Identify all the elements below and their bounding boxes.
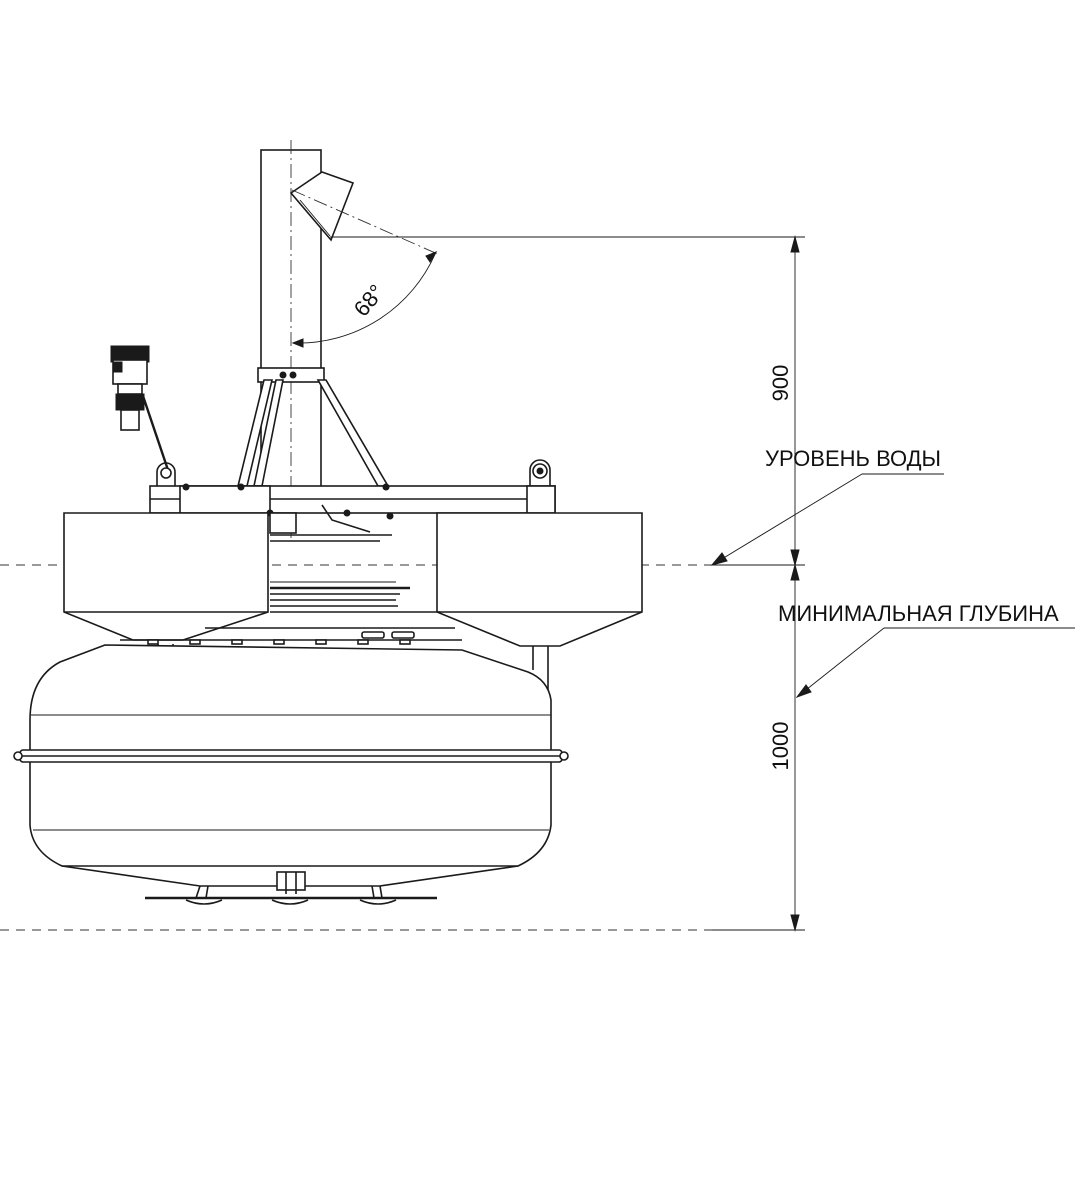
lifting-eyes — [156, 459, 551, 486]
float-right — [436, 512, 643, 647]
tank-body — [29, 644, 552, 887]
dim-value-900: 900 — [768, 365, 793, 402]
water-level-label: УРОВЕНЬ ВОДЫ — [765, 446, 941, 471]
nozzle-axis — [291, 189, 441, 256]
mast — [257, 140, 441, 540]
support-struts — [236, 379, 390, 487]
dim-value-1000: 1000 — [768, 722, 793, 771]
top-frame — [149, 483, 556, 534]
upper-floats — [63, 512, 643, 647]
outlet-nozzle — [289, 171, 355, 242]
dimensions: 900 1000 — [330, 235, 805, 932]
level-sensor — [110, 345, 170, 471]
float-left — [63, 512, 269, 641]
lower-tank — [13, 644, 569, 905]
angle-value: 68° — [349, 280, 390, 322]
labels: УРОВЕНЬ ВОДЫ МИНИМАЛЬНАЯ ГЛУБИНА — [710, 446, 1075, 699]
vent-slots — [147, 639, 411, 645]
min-depth-label: МИНИМАЛЬНАЯ ГЛУБИНА — [778, 601, 1059, 626]
central-impeller — [120, 534, 462, 645]
